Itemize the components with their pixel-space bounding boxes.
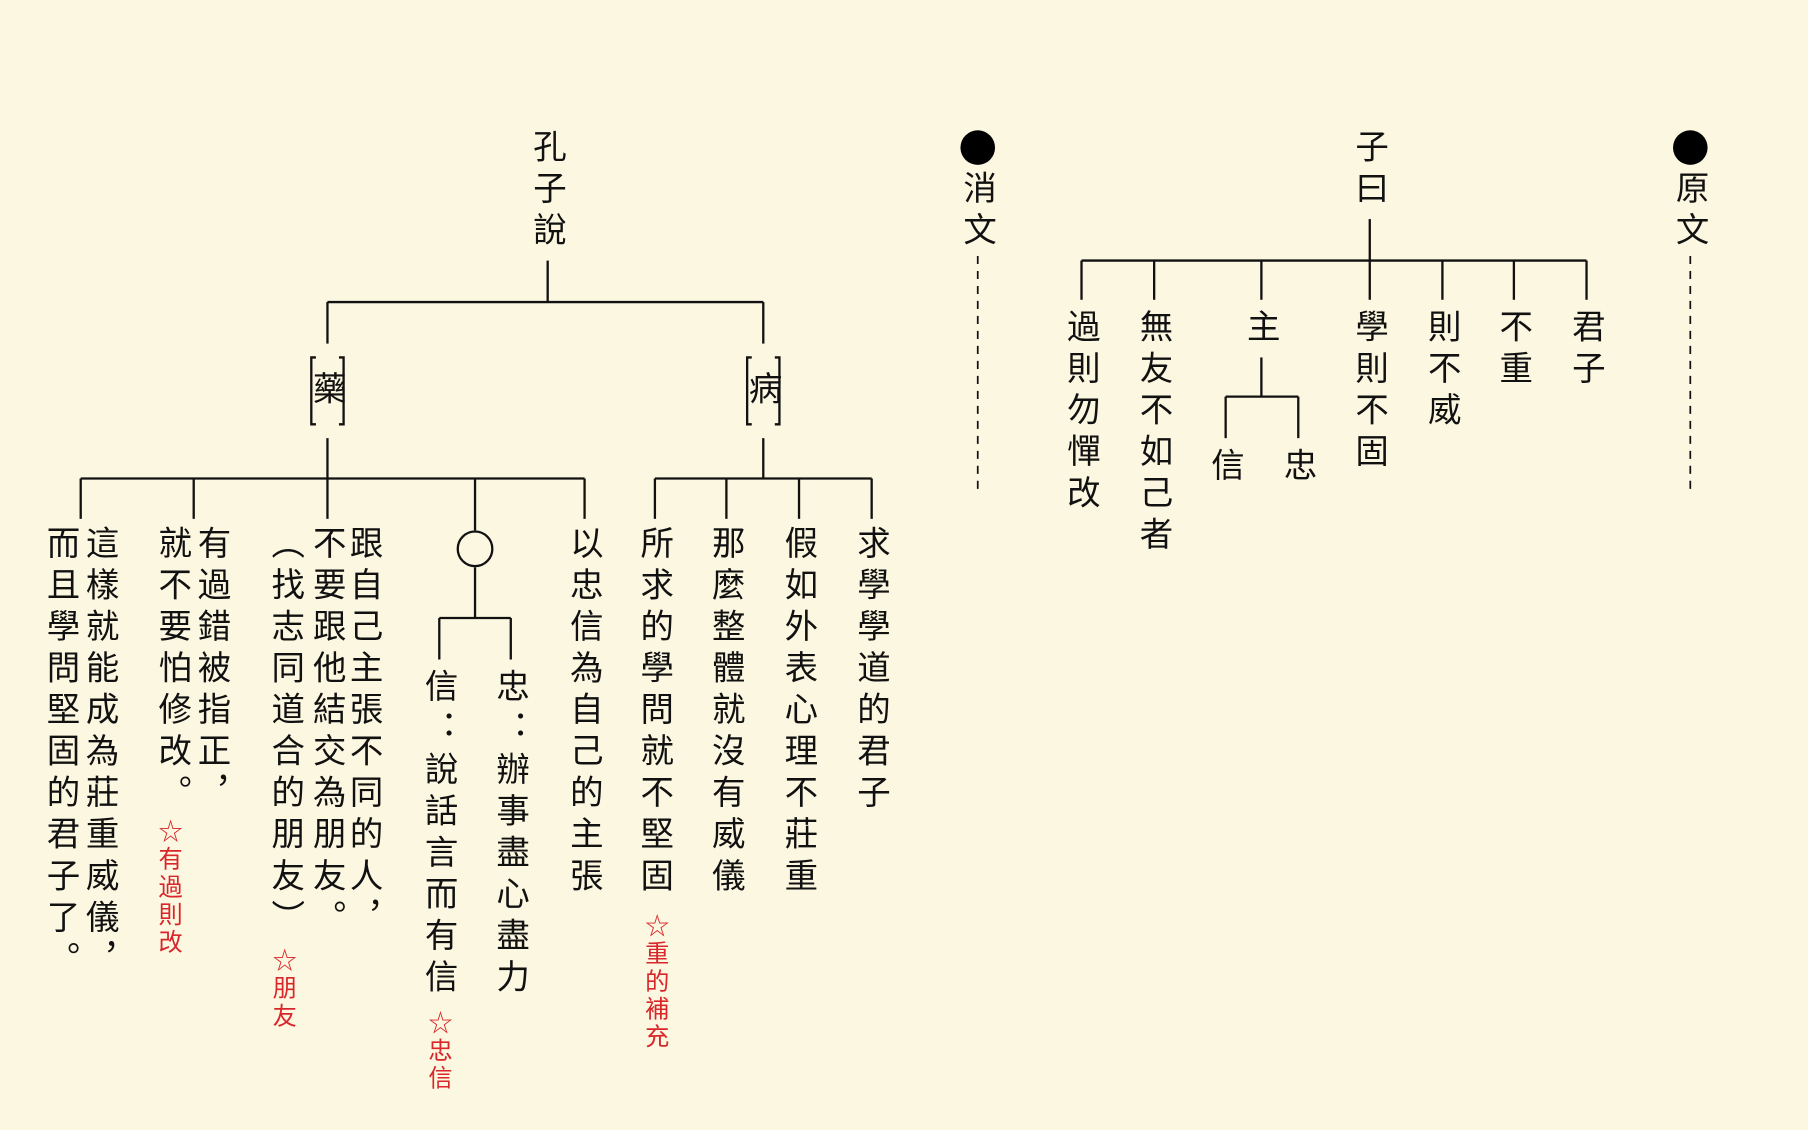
original-zhu-zhong: 忠: [1278, 447, 1318, 489]
translation-root: 孔子說: [528, 129, 568, 254]
yao-label: 藥: [307, 371, 348, 413]
circle-symbol: [456, 530, 494, 568]
original-zhu-xin: 信: [1206, 447, 1246, 489]
original-child-1: 君子: [1566, 309, 1607, 393]
original-child-4: 學則不固: [1350, 309, 1390, 476]
bing-item-3: 那麼整體就沒有威儀: [706, 525, 746, 900]
yao-item-correct-1: 有過錯被指正，: [192, 525, 232, 817]
zhong-definition: 忠：辦事盡心盡力: [491, 668, 531, 1001]
original-root: 子曰: [1350, 129, 1390, 213]
translation-marker-dot: [960, 130, 996, 165]
original-child-6: 無友不如己者: [1134, 309, 1174, 559]
original-child-zhu: 主: [1241, 309, 1281, 351]
yao-item-result-2: 而且學問堅固的君子了。: [41, 525, 81, 983]
correct-note: ☆有過則改: [155, 818, 184, 957]
yao-item-correct-2: 就不要怕修改。: [153, 525, 193, 817]
bing-note: ☆重的補充: [642, 913, 670, 1052]
yao-item-zhongxin: 以忠信為自己的主張: [564, 525, 605, 900]
yao-item-result-1: 這樣就能成為莊重威儀，: [80, 525, 120, 983]
friends-note: ☆朋友: [269, 947, 298, 1031]
bing-item-2: 假如外表心理不莊重: [779, 525, 819, 900]
bing-item-1: 求學學道的君子: [852, 525, 892, 817]
original-marker-label: 原文: [1670, 170, 1710, 254]
yao-item-friends-1: 跟自己主張不同的人，: [344, 525, 384, 941]
original-child-2: 不重: [1494, 309, 1534, 393]
bing-item-4: 所求的學問就不堅固: [635, 525, 675, 900]
yao-item-friends-2: 不要跟他結交為朋友。: [307, 525, 348, 941]
translation-marker-label: 消文: [958, 170, 998, 254]
original-marker-dot: [1673, 130, 1708, 165]
zhongxin-note: ☆忠信: [425, 1010, 454, 1094]
bing-label: 病: [743, 371, 783, 413]
yao-item-friends-3: （找志同道合的朋友）: [266, 525, 306, 941]
original-child-7: 過則勿憚改: [1061, 309, 1102, 517]
original-child-3: 則不威: [1422, 309, 1463, 434]
xin-definition: 信：說話言而有信: [419, 668, 459, 1001]
